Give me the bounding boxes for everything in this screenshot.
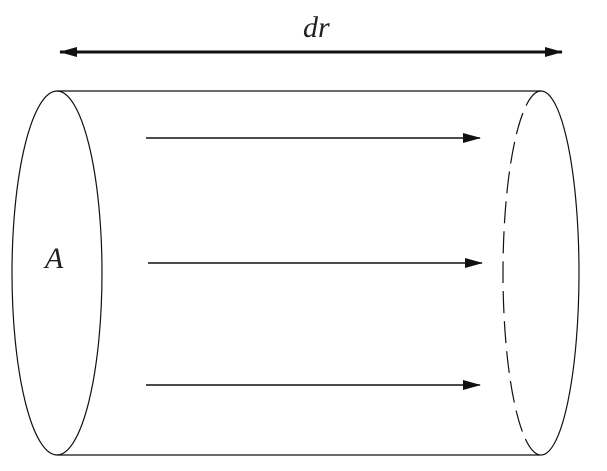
- area-label: A: [43, 242, 64, 275]
- length-label: dr: [303, 11, 330, 44]
- right-end-face-visible: [540, 90, 580, 456]
- right-end-face-hidden: [502, 90, 542, 456]
